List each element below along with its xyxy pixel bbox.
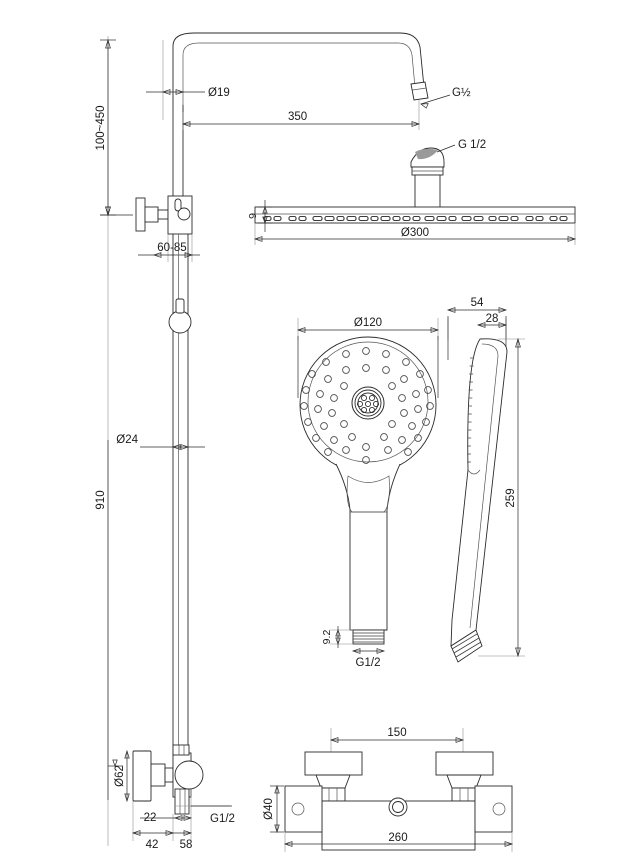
rainhead-plate: [254, 206, 576, 224]
dim-rainhead-diameter: Ø300: [253, 223, 577, 245]
dim-label-handshower-length: 259: [505, 488, 517, 507]
dim-label-overall-height: 910: [95, 490, 107, 509]
bracket-stem: [157, 209, 169, 220]
bracket-wall-plate: [135, 197, 146, 232]
dim-label-rainhead-thickness: 9: [247, 213, 259, 219]
dim-label-rainhead-thread: G 1/2: [458, 139, 486, 151]
valve-top-inlet: [172, 744, 190, 756]
dim-label-arm-thread: G½: [452, 87, 471, 99]
leader-arm-outlet-thread: G½: [420, 87, 471, 109]
view-main-column: Ø19 350 G½ 100~450: [95, 32, 471, 851]
valve-spigot-left: [320, 787, 346, 802]
valve-hole-left: [291, 802, 305, 816]
dim-label-handle-dia: Ø62: [114, 765, 126, 787]
dim-label-arm-reach: 350: [288, 111, 307, 123]
dim-label-handshower-thread: G1/2: [356, 657, 381, 669]
handshower-side-outline: [450, 338, 508, 647]
view-rain-head: G 1/2: [247, 139, 577, 245]
valve-hole-right: [492, 802, 506, 816]
view-hand-shower-side: 54 28: [446, 297, 525, 663]
dim-handshower-handle-depth: 28: [476, 313, 508, 328]
slider-ball: [168, 310, 192, 334]
dim-label-riser-dia: Ø24: [116, 434, 138, 446]
valve-escutcheon-left: [284, 785, 323, 833]
arm-outlet-connector: [410, 81, 429, 101]
dim-arm-tube-dia: Ø19: [146, 87, 230, 99]
dim-label-handshower-handle-depth: 28: [486, 313, 499, 325]
arm-outlet-ring: [412, 87, 427, 91]
hand-shower-slider: [168, 298, 192, 334]
valve-outlet-tube: [174, 788, 190, 815]
wall-bracket-upper: [135, 195, 193, 262]
dim-label-arm-dia: Ø19: [208, 87, 230, 99]
valve-handle-right: [435, 751, 494, 776]
dim-label-handshower-thread-length: 9.2: [321, 630, 333, 645]
dim-depth-42-58: 42 58: [131, 830, 193, 851]
dim-label-valve-thread: G1/2: [210, 813, 235, 825]
valve-outlet-ring-inner: [392, 801, 404, 813]
dim-valve-handle-centres: 150: [329, 727, 465, 752]
leader-rainhead-thread: G 1/2: [436, 139, 486, 153]
shower-arm-outer: [172, 32, 425, 105]
dim-rainhead-thickness: 9: [247, 200, 272, 232]
view-thermostatic-valve: 150 Ø40: [263, 727, 514, 852]
valve-handle-disc: [132, 750, 152, 802]
dim-label-22: 22: [144, 812, 157, 824]
valve-side-elevation: [132, 744, 230, 841]
dim-riser-height-range: 100~450: [95, 38, 116, 217]
dim-label-valve-height: Ø40: [263, 798, 275, 820]
handshower-side-joint: [467, 469, 481, 475]
handshower-handle: [335, 463, 401, 631]
handshower-grip-recess: [346, 475, 390, 513]
rainhead-inlet-tube: [414, 174, 441, 209]
view-hand-shower-front: Ø120: [296, 317, 440, 669]
valve-body-round: [174, 760, 204, 790]
handshower-nozzle-pattern: [300, 347, 434, 464]
handshower-thread-end: [352, 629, 385, 645]
dim-label-bracket-projection: 60-85: [157, 242, 186, 254]
dim-bracket-projection: 60-85: [138, 242, 200, 258]
valve-handle-stem: [164, 767, 174, 783]
valve-escutcheon-right: [474, 785, 513, 833]
dim-label-handshower-head-depth: 54: [471, 297, 484, 309]
handshower-thread-hatch: [353, 632, 384, 643]
handshower-side-thread-hatch: [451, 633, 482, 658]
dim-handshower-length: 259: [478, 337, 525, 658]
leader-valve-inlet-thread: G1/2: [191, 805, 235, 825]
dim-handle-dia: Ø62: [108, 749, 130, 803]
dim-depth-22: 22: [140, 812, 193, 824]
slider-neck: [175, 298, 185, 314]
dim-label-valve-centres: 150: [387, 727, 406, 739]
dim-label-42: 42: [146, 839, 159, 851]
handshower-side-nozzle-edge: [467, 357, 474, 463]
handshower-side-inner: [469, 343, 499, 629]
dim-label-58: 58: [180, 839, 193, 851]
rainhead-nozzle-row: [263, 215, 568, 222]
dim-valve-body-height: Ø40: [263, 784, 284, 834]
bracket-pivot: [177, 207, 191, 221]
dim-label-rainhead-dia: Ø300: [401, 227, 429, 239]
handshower-side-thread: [450, 629, 483, 663]
handshower-head-outline: [299, 336, 437, 474]
dim-valve-overall-width: 260: [283, 832, 514, 852]
datum-tick-bracket: [100, 206, 133, 217]
valve-handle-left: [304, 751, 363, 776]
valve-handle-hub: [150, 763, 166, 787]
valve-spigot-right: [451, 787, 477, 802]
bracket-slot: [174, 198, 182, 212]
dim-label-valve-width: 260: [388, 832, 407, 844]
rainhead-joint-shade: [415, 148, 438, 160]
dim-overall-height: 910: [95, 440, 109, 800]
handshower-face-ring: [307, 341, 429, 463]
dim-handshower-thread: 9.2 G1/2: [321, 626, 386, 669]
dim-arm-reach: 350: [181, 100, 421, 130]
dim-riser-tube-dia: Ø24: [116, 434, 205, 450]
bracket-cone: [144, 206, 159, 223]
shower-arm-inner: [182, 42, 416, 105]
dim-handshower-face-dia: Ø120: [296, 317, 440, 398]
dim-label-riser-range: 100~450: [95, 105, 107, 150]
dim-label-handshower-face-dia: Ø120: [354, 317, 382, 329]
